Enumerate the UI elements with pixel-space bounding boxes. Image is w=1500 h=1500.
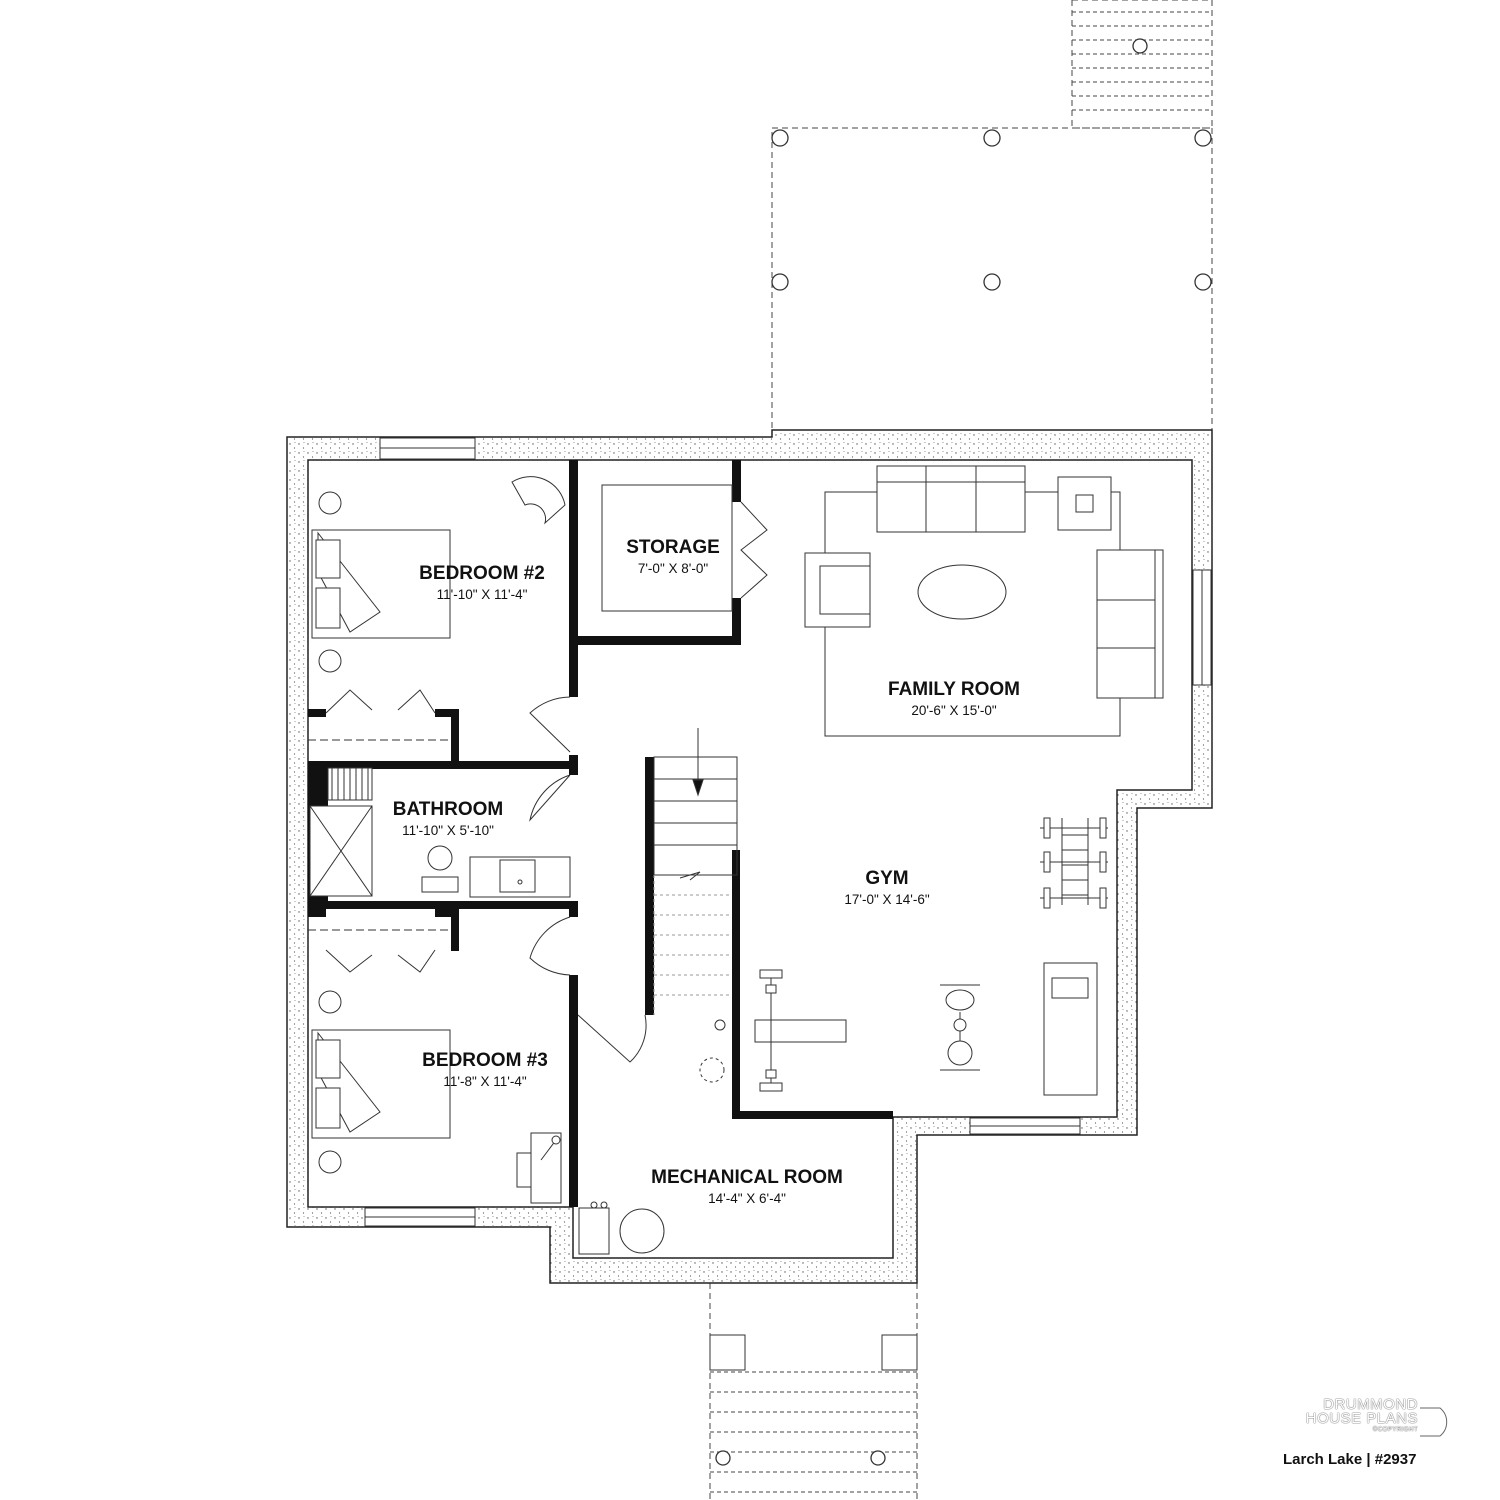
- room-dimensions: 14'-4" X 6'-4": [708, 1191, 786, 1206]
- room-label-gym: GYM 17'-0" X 14'-6": [844, 868, 929, 907]
- room-dimensions: 17'-0" X 14'-6": [844, 892, 930, 907]
- room-label-mechanical-room: MECHANICAL ROOM 14'-4" X 6'-4": [651, 1167, 843, 1206]
- room-label-bathroom: BATHROOM 11'-10" X 5'-10": [393, 799, 503, 838]
- room-name: STORAGE: [626, 537, 720, 558]
- storage-shelf: [601, 484, 733, 612]
- room-dimensions: 11'-10" X 5'-10": [402, 823, 494, 838]
- room-name: BEDROOM #2: [419, 563, 545, 584]
- room-dimensions: 20'-6" X 15'-0": [911, 703, 997, 718]
- deck-columns: [771, 38, 1212, 291]
- gym-equipment: [754, 817, 1108, 1096]
- windows: [364, 437, 1212, 1227]
- room-label-family-room: FAMILY ROOM 20'-6" X 15'-0": [888, 679, 1020, 718]
- room-dimensions: 7'-0" X 8'-0": [637, 561, 709, 576]
- room-label-bedroom-2: BEDROOM #2 11'-10" X 11'-4": [419, 563, 545, 602]
- logo-copyright: ©COPYRIGHT: [1372, 1427, 1418, 1433]
- room-name: FAMILY ROOM: [888, 679, 1020, 700]
- bedroom2-furniture: [311, 476, 566, 673]
- room-label-bedroom-3: BEDROOM #3 11'-8" X 11'-4": [422, 1050, 548, 1089]
- logo-line-2: HOUSE PLANS: [1305, 1410, 1418, 1427]
- room-name: BEDROOM #3: [422, 1050, 548, 1071]
- mechanical-equipment: [578, 1019, 726, 1255]
- front-porch: [709, 1283, 918, 1500]
- bathroom-fixtures: [309, 767, 571, 898]
- stairs: [653, 728, 738, 1015]
- bedroom3-furniture: [311, 990, 562, 1204]
- drummond-logo: DRUMMOND HOUSE PLANS ©COPYRIGHT: [1305, 1396, 1418, 1434]
- room-label-storage: STORAGE 7'-0" X 8'-0": [626, 537, 720, 576]
- logo-line-1: DRUMMOND: [1323, 1396, 1418, 1413]
- room-dimensions: 11'-8" X 11'-4": [443, 1074, 527, 1089]
- room-dimensions: 11'-10" X 11'-4": [436, 587, 528, 602]
- room-name: BATHROOM: [392, 799, 504, 820]
- doors: [308, 501, 768, 1063]
- rear-deck: [771, 0, 1213, 434]
- room-name: MECHANICAL ROOM: [651, 1167, 843, 1188]
- family-room-furniture: [804, 465, 1164, 737]
- room-name: GYM: [865, 868, 909, 889]
- plan-id: Larch Lake | #2937: [1283, 1451, 1417, 1468]
